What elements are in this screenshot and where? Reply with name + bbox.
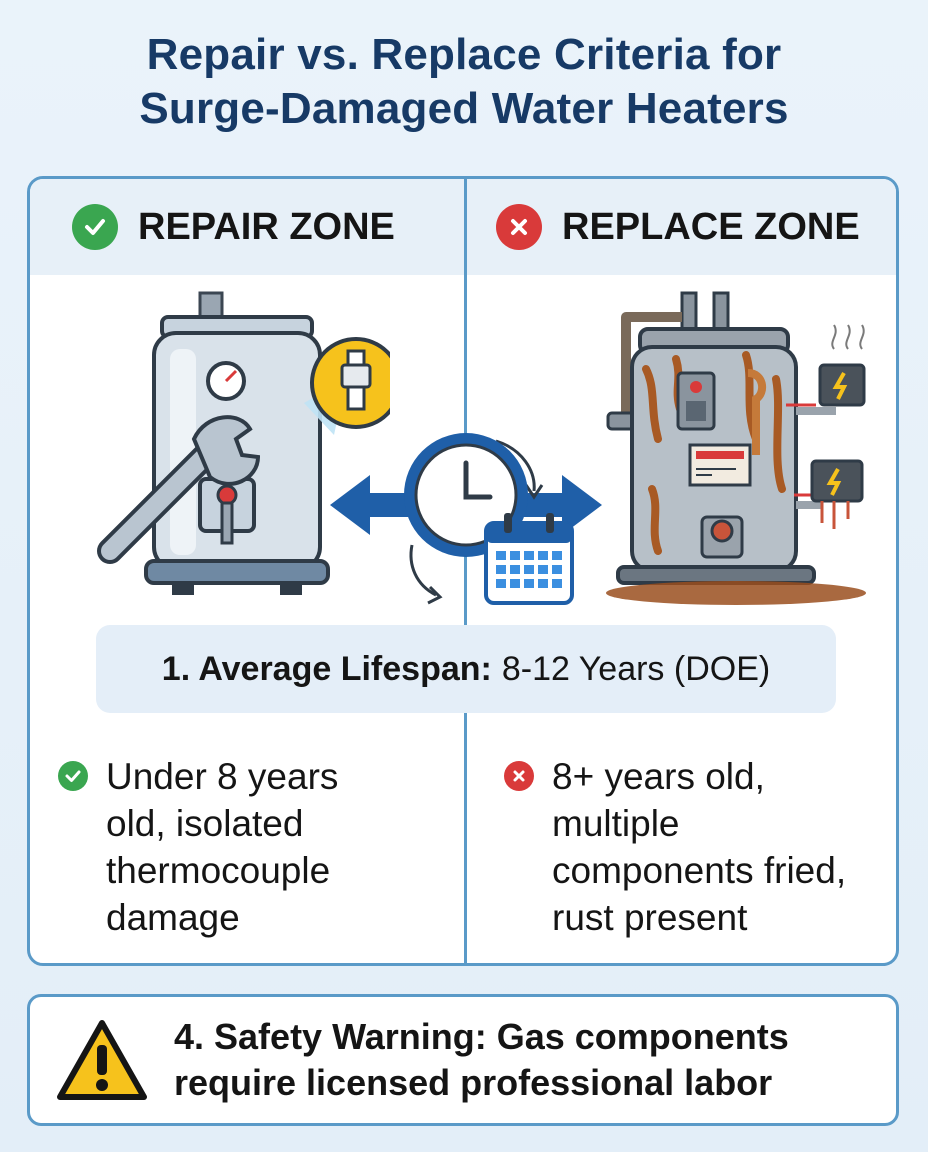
- wrench-icon: [97, 415, 261, 564]
- repair-criteria-line: Under 8 years: [106, 756, 339, 797]
- clean-water-heater-icon: [97, 291, 390, 595]
- warning-triangle-icon: [57, 1020, 147, 1100]
- lifespan-value: 8-12 Years (DOE): [501, 649, 771, 688]
- repair-criteria-line: damage: [106, 897, 240, 938]
- comparison-panel: REPAIR ZONE REPLACE ZONE: [27, 176, 899, 966]
- page-title: Repair vs. Replace Criteria for Surge-Da…: [0, 28, 928, 136]
- repair-zone-label: REPAIR ZONE: [138, 205, 395, 248]
- safety-warning-panel: 4. Safety Warning: Gas components requir…: [27, 994, 899, 1126]
- header-divider: [464, 179, 467, 275]
- replace-criteria-line: components fried,: [552, 850, 847, 891]
- repair-criteria-line: old, isolated: [106, 803, 304, 844]
- lifespan-label: 1. Average Lifespan:: [161, 649, 492, 688]
- repair-criteria: Under 8 years old, isolated thermocouple…: [58, 753, 338, 941]
- replace-zone-heading: REPLACE ZONE: [496, 203, 860, 251]
- repair-criteria-text: Under 8 years old, isolated thermocouple…: [106, 753, 338, 941]
- criteria-divider: [464, 713, 467, 963]
- repair-criteria-line: thermocouple: [106, 850, 331, 891]
- fried-component-icon: [810, 324, 866, 529]
- rusty-water-heater-icon: [606, 291, 866, 605]
- lifespan-banner: 1. Average Lifespan: 8-12 Years (DOE): [96, 625, 836, 713]
- replace-criteria-line: rust present: [552, 897, 748, 938]
- check-circle-icon: [58, 761, 88, 791]
- x-circle-icon: [496, 204, 542, 250]
- replace-criteria-line: multiple: [552, 803, 680, 844]
- replace-criteria: 8+ years old, multiple components fried,…: [504, 753, 846, 941]
- check-circle-icon: [72, 204, 118, 250]
- calendar-icon: [484, 513, 574, 605]
- title-line-2: Surge-Damaged Water Heaters: [139, 84, 789, 133]
- warning-line-1: 4. Safety Warning: Gas components: [174, 1016, 789, 1057]
- clock-calendar-arrows-icon: [330, 433, 602, 605]
- title-line-1: Repair vs. Replace Criteria for: [146, 30, 782, 79]
- repair-zone-heading: REPAIR ZONE: [72, 203, 395, 251]
- zone-header-band: [30, 179, 896, 275]
- replace-criteria-text: 8+ years old, multiple components fried,…: [552, 753, 846, 941]
- warning-line-2: require licensed professional labor: [174, 1062, 773, 1103]
- replace-criteria-line: 8+ years old,: [552, 756, 765, 797]
- replace-zone-label: REPLACE ZONE: [562, 205, 860, 248]
- safety-warning-text: 4. Safety Warning: Gas components requir…: [174, 1014, 789, 1106]
- x-circle-icon: [504, 761, 534, 791]
